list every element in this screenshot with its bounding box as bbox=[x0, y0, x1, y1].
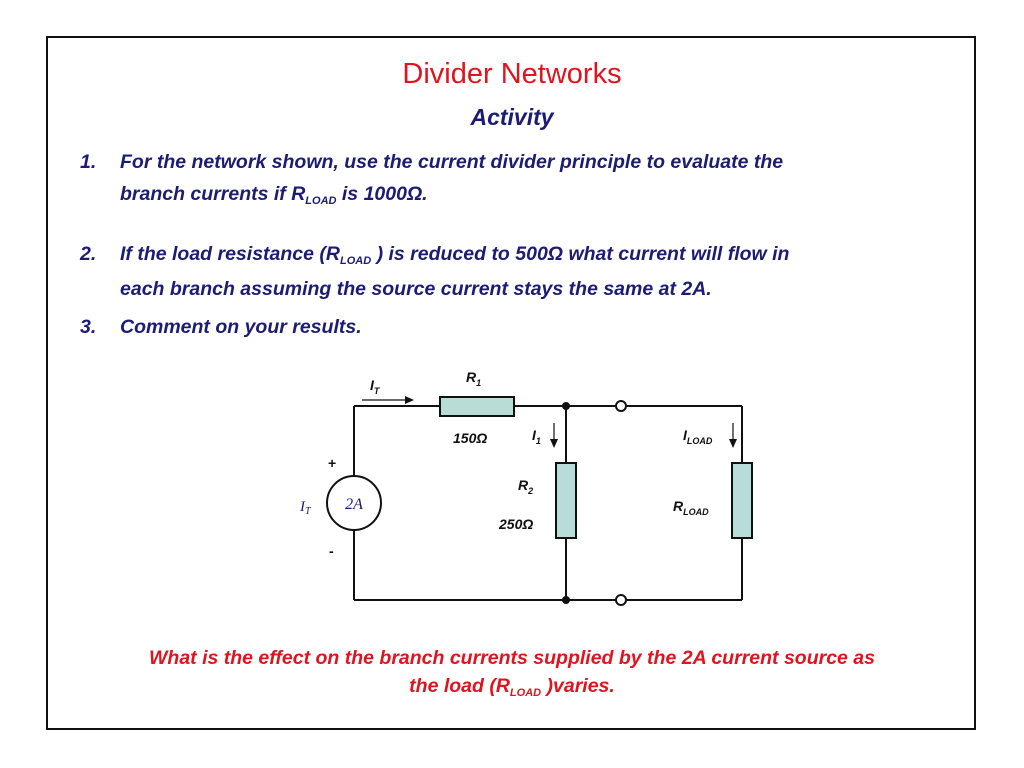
plus-sign: + bbox=[328, 455, 336, 471]
item-text-line2: each branch assuming the source current … bbox=[120, 278, 712, 300]
minus-sign: - bbox=[329, 543, 334, 559]
item-number: 1. bbox=[80, 151, 97, 173]
item-number: 2. bbox=[80, 243, 97, 265]
iload-arrow-head bbox=[729, 439, 737, 448]
it-arrow-head bbox=[405, 396, 414, 404]
r1-value: 150Ω bbox=[453, 430, 487, 446]
item-text-line1: For the network shown, use the current d… bbox=[120, 151, 784, 173]
junction-dot-top bbox=[562, 402, 570, 410]
rload-label: RLOAD bbox=[673, 498, 709, 517]
r2-value: 250Ω bbox=[498, 516, 533, 532]
junction-dot-bottom bbox=[562, 596, 570, 604]
activity-item-2: 2. If the load resistance (RLOAD ) is re… bbox=[80, 238, 940, 305]
i1-label: I1 bbox=[532, 427, 541, 446]
activity-item-3: 3. Comment on your results. bbox=[80, 311, 940, 343]
r1-label: R1 bbox=[466, 369, 481, 388]
resistor-r1 bbox=[439, 396, 515, 417]
resistor-rload bbox=[731, 462, 753, 539]
source-value: 2A bbox=[345, 496, 363, 513]
item-text-line1: Comment on your results. bbox=[120, 316, 362, 338]
source-label: IT bbox=[299, 499, 312, 517]
r2-label: R2 bbox=[518, 477, 533, 496]
item-number: 3. bbox=[80, 316, 97, 338]
terminal-bottom bbox=[615, 594, 627, 606]
question-line1: What is the effect on the branch current… bbox=[149, 647, 875, 669]
slide-subtitle: Activity bbox=[470, 104, 554, 130]
activity-item-1: 1. For the network shown, use the curren… bbox=[80, 146, 940, 213]
item-text-line1: If the load resistance (RLOAD ) is reduc… bbox=[120, 243, 790, 267]
iload-label: ILOAD bbox=[683, 427, 713, 446]
slide-frame bbox=[46, 36, 976, 730]
it-label: IT bbox=[370, 377, 381, 396]
question-line2: the load (RLOAD )varies. bbox=[409, 675, 615, 699]
circuit-wires bbox=[353, 405, 743, 601]
resistor-r2 bbox=[555, 462, 577, 539]
current-source bbox=[326, 475, 382, 531]
i1-arrow-head bbox=[550, 439, 558, 448]
slide-title: Divider Networks bbox=[402, 58, 622, 90]
terminal-top bbox=[615, 400, 627, 412]
item-text-line2: branch currents if RLOAD is 1000Ω. bbox=[120, 183, 428, 207]
question-text: What is the effect on the branch current… bbox=[60, 644, 964, 703]
